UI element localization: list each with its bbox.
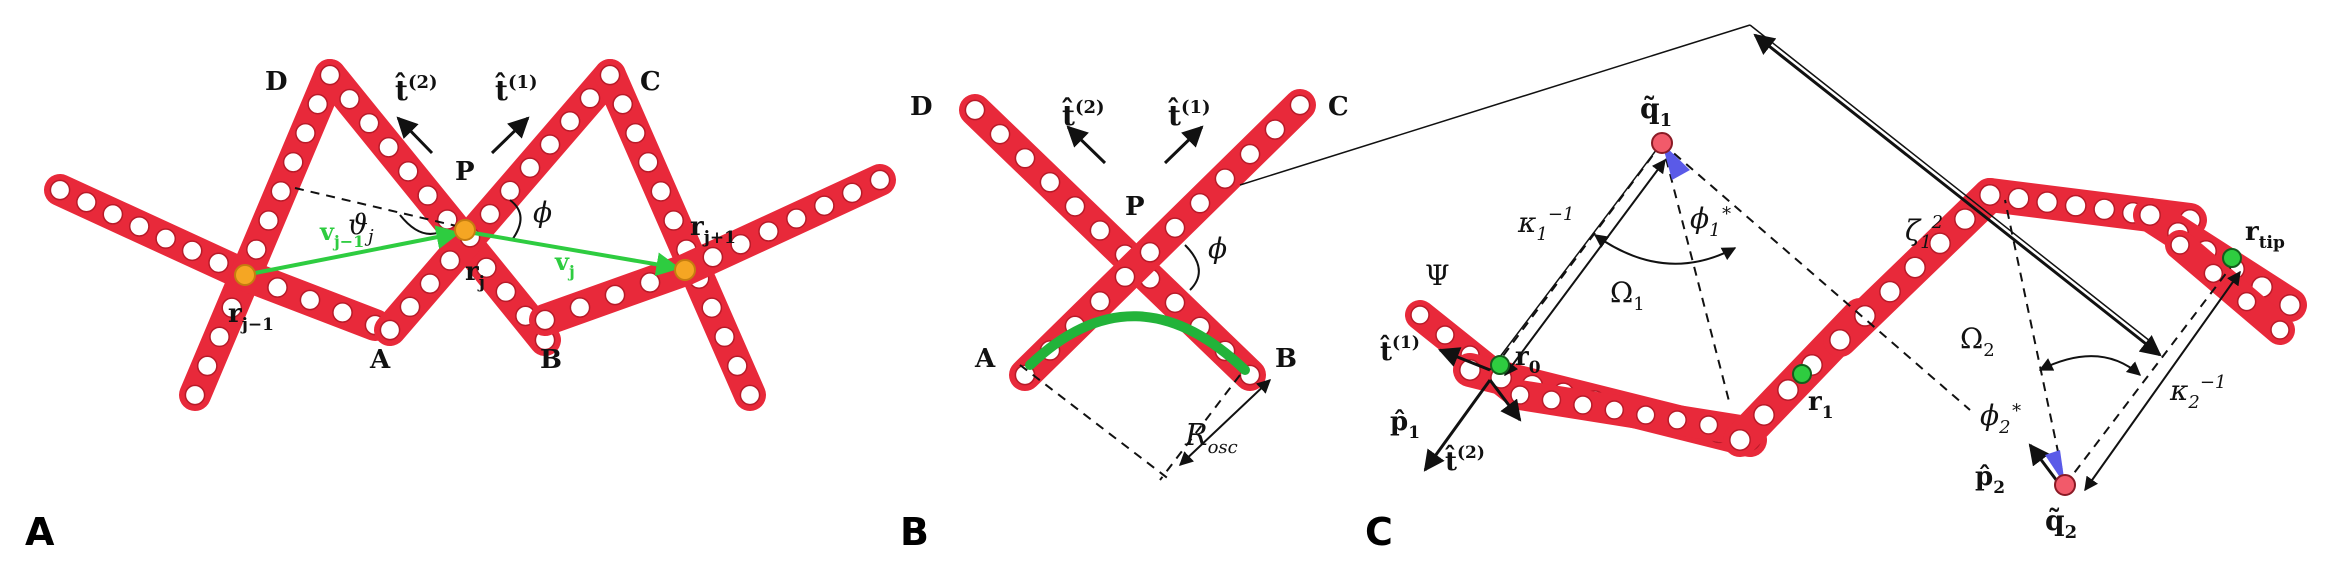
- panel-c-q1-dash-r1: [1661, 142, 1731, 406]
- panel-a-title: A: [25, 510, 55, 554]
- panel-a-beam-left: [44, 174, 261, 291]
- panel-c-node-r1: [1792, 364, 1812, 384]
- panel-c-target-q2: [2054, 474, 2076, 496]
- panel-c-kappa2-arrow: [2084, 270, 2241, 492]
- panel-a-label-P: P: [455, 157, 475, 187]
- panel-c-q2-dash-1: [2004, 199, 2066, 486]
- panel-b-dash-left: [1019, 364, 1171, 481]
- panel-a-beam-c-leg: [594, 59, 766, 411]
- panel-c-label-rtip: rtip: [2245, 217, 2285, 253]
- panel-a-label-D: D: [265, 67, 288, 97]
- panel-c-label-kappa2: κ2−1: [2169, 372, 2226, 413]
- panel-a-vector-v-j: [467, 230, 681, 277]
- panel-c-label-kappa1: κ1−1: [1517, 204, 1574, 245]
- panel-c-label-q2: q̃2: [2045, 504, 2077, 543]
- panel-c-label-phi2: ϕ2∗: [1980, 397, 2023, 438]
- panel-c-label-p1: p̂1: [1390, 407, 1420, 443]
- panel-b-label-A: A: [974, 344, 996, 374]
- panel-c-t2-arrow: [1488, 379, 1522, 422]
- panel-a-label-rjm1: rj−1: [228, 299, 274, 335]
- panel-c-label-zeta: ζ12: [1905, 212, 1943, 253]
- panel-c-kappa1-guide: [1489, 144, 1661, 371]
- panel-a-beam-d-leg: [179, 59, 346, 411]
- panel-c-omega2-arc: [2038, 355, 2142, 376]
- panel-b-beams: [959, 89, 1316, 391]
- panel-c-label-t2: t̂(2): [1444, 443, 1485, 477]
- panel-b-label-B: B: [1275, 344, 1297, 374]
- panel-c-label-r0: r0: [1515, 342, 1541, 378]
- panel-c-top-line: [1239, 24, 1751, 186]
- panel-a-label-t2: t̂(2): [394, 72, 437, 107]
- panel-c-q2-dash-2: [2064, 254, 2241, 486]
- panel-c-label-phi1: ϕ1∗: [1690, 200, 1733, 241]
- panel-a-label-rjp1: rj+1: [690, 212, 736, 248]
- panel-c-label-p2: p̂2: [1975, 462, 2005, 498]
- panel-c-t1-arrow: [1438, 347, 1491, 372]
- panel-b-title: B: [900, 510, 929, 554]
- panel-a-label-A: A: [369, 345, 391, 375]
- panel-c-target-q1: [1651, 132, 1673, 154]
- panel-a-node-rjm1: [234, 264, 256, 286]
- panel-c-title: C: [1365, 510, 1393, 554]
- panel-c-label-omega2: Ω2: [1960, 322, 1995, 361]
- panel-b-radius-arrow: [1178, 379, 1272, 466]
- panel-c-beam-1b: [1505, 380, 1755, 445]
- panel-c-top-line-2: [1749, 24, 2156, 346]
- panel-c-p1-arrow: [1423, 379, 1492, 472]
- panel-c: q̃1 q̃2 κ1−1 κ2−1 ϕ1∗ ϕ2∗ Ω1 Ω2 ζ12 Ψ t̂…: [1239, 24, 2307, 554]
- panel-c-p2-arrow: [2028, 443, 2062, 486]
- panel-a-label-v-jm1: vj−1: [319, 217, 364, 251]
- panel-c-cone-q1: [1662, 143, 1690, 180]
- panel-b-tangent-t1-arrow: [1163, 125, 1204, 165]
- panel-c-node-rtip: [2222, 248, 2242, 268]
- panel-a-reference-line: [294, 187, 466, 229]
- panel-b-phi-arc: [1184, 244, 1200, 291]
- panel-b-tangent-t2-arrow: [1066, 125, 1107, 165]
- panel-a-label-phi: ϕ: [533, 196, 552, 229]
- panel-a-beam-c-p: [374, 59, 626, 346]
- panel-a-label-B: B: [540, 345, 562, 375]
- panel-b-osc-arc: [1025, 311, 1250, 375]
- panel-b-label-P: P: [1125, 192, 1145, 222]
- panel-a-vector-v-jm1: [244, 225, 461, 277]
- panel-a-node-rj: [454, 219, 476, 241]
- panel-b-label-R: Rosc: [1184, 418, 1238, 458]
- panel-c-label-r1: r1: [1808, 387, 1834, 423]
- panel-b-label-D: D: [910, 92, 933, 122]
- panel-a-label-t1: t̂(1): [494, 72, 537, 107]
- panel-c-kappa1-arrow: [1504, 158, 1666, 377]
- panel-c-label-t1: t̂(1): [1379, 333, 1420, 367]
- panel-c-node-r0: [1490, 355, 1510, 375]
- panel-a-tangent-t2-arrow: [396, 116, 434, 155]
- panel-a-label-C: C: [640, 67, 661, 97]
- panel-c-q1-dash-r0: [1499, 142, 1663, 361]
- panel-b-label-t2: t̂(2): [1061, 97, 1104, 132]
- panel-a-label-v-j: vj: [554, 247, 575, 281]
- panel-a-tangent-t1-arrow: [490, 116, 530, 155]
- panel-a-node-rjp1: [674, 259, 696, 281]
- panel-a-phi-arc: [509, 199, 522, 241]
- panel-b-label-t1: t̂(1): [1167, 97, 1210, 132]
- panel-a-beam-right: [669, 164, 896, 286]
- panel-a-label-theta: ϑj: [348, 208, 374, 247]
- panel-c-label-omega1: Ω1: [1610, 276, 1645, 315]
- panel-c-label-psi: Ψ: [1425, 259, 1450, 292]
- panel-c-q1-dash-long: [1661, 142, 1971, 411]
- panel-b-label-phi: ϕ: [1208, 232, 1227, 265]
- panel-a-label-rj: rj: [465, 257, 485, 293]
- panel-b-label-C: C: [1328, 92, 1349, 122]
- panel-c-label-q1: q̃1: [1640, 92, 1672, 131]
- panel-a: D C A B P t̂(2) t̂(1) ϑj ϕ rj−1 rj rj+1 …: [25, 59, 896, 554]
- panel-c-omega1-arc: [1593, 234, 1737, 265]
- panel-b: D C A B P t̂(2) t̂(1) ϕ Rosc B: [900, 89, 1349, 554]
